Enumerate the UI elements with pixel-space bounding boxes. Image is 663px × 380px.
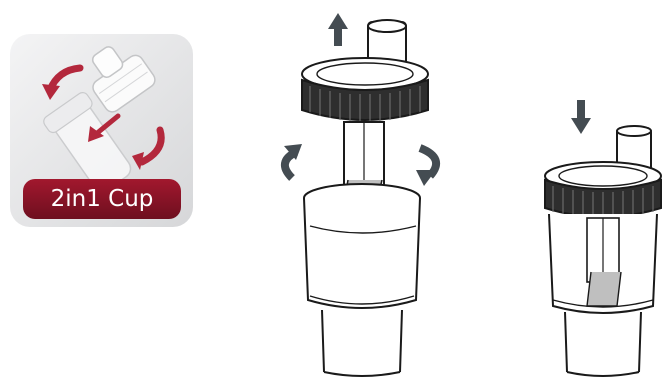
- rotate-left-icon: [284, 144, 302, 178]
- rotate-right-icon: [416, 148, 436, 186]
- arrow-down-icon: [571, 100, 591, 134]
- badge-label: 2in1 Cup: [23, 179, 181, 219]
- arrow-up-icon: [328, 13, 348, 46]
- rotate-arrow-bottom-icon: [132, 130, 161, 170]
- rotate-arrow-top-icon: [42, 68, 80, 100]
- disassembly-figure: [270, 0, 460, 380]
- two-in-one-cup-badge: 2in1 Cup: [10, 34, 193, 227]
- assembly-figure: [535, 0, 663, 380]
